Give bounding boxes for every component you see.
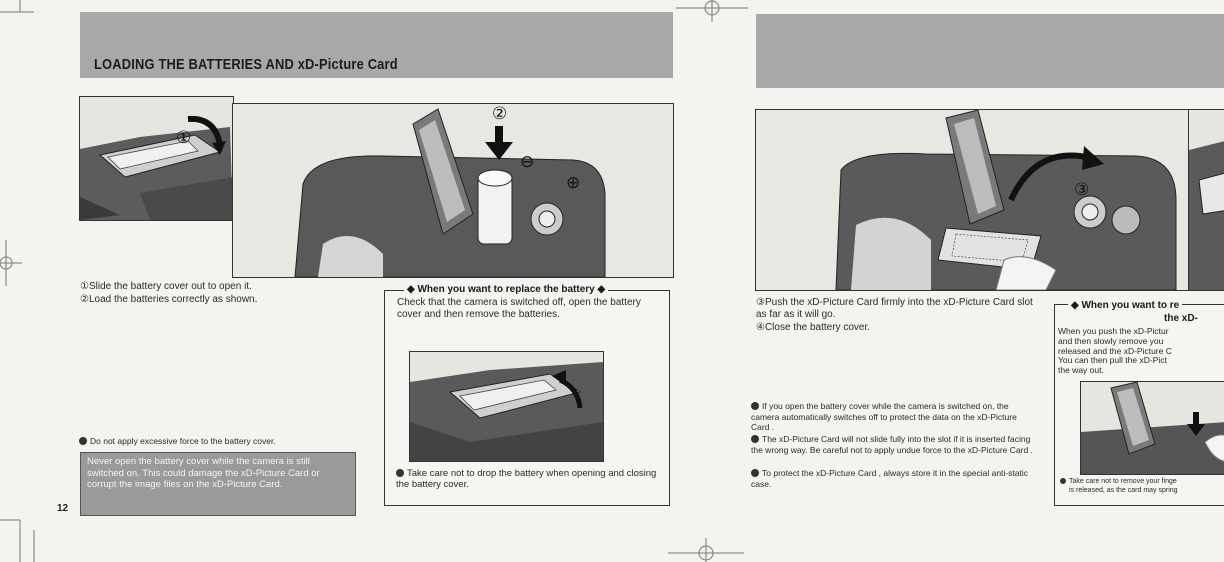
callout-minus: ⊖ — [520, 152, 535, 171]
note-wrong-way: The xD-Picture Card will not slide fully… — [751, 434, 1033, 455]
replace-battery-text: Check that the camera is switched off, o… — [397, 297, 641, 320]
note-icon — [751, 402, 759, 410]
photo-battery-cover-small — [409, 351, 604, 462]
replace-battery-note: Take care not to drop the battery when o… — [396, 468, 664, 490]
page-number: 12 — [57, 503, 69, 514]
camera-partial-illustration — [1189, 110, 1224, 290]
remove-card-line: and then slowly remove you — [1058, 335, 1164, 346]
remove-card-line: released and the xD-Picture C — [1058, 345, 1172, 356]
remove-card-heading-1: ◆ When you want to re — [1068, 300, 1183, 311]
note-icon — [751, 435, 759, 443]
note-anti-static: To protect the xD-Picture Card , always … — [751, 468, 1033, 489]
note-icon — [751, 469, 759, 477]
step-4-text: ④Close the battery cover. — [756, 322, 871, 333]
note-icon — [396, 469, 404, 477]
callout-step-1: ① — [176, 128, 192, 147]
remove-card-text: When you push the xD-Pictur and then slo… — [1058, 326, 1224, 376]
note-icon — [79, 437, 87, 445]
photo-battery-loading — [232, 103, 674, 278]
remove-card-note-line-1: Take care not to remove your finge — [1060, 477, 1224, 486]
note-anti-static-text: To protect the xD-Picture Card , always … — [751, 468, 1028, 489]
remove-card-line: When you push the xD-Pictur — [1058, 326, 1169, 336]
left-header-band — [80, 12, 673, 78]
force-note: Do not apply excessive force to the batt… — [79, 436, 379, 447]
page-title: LOADING THE BATTERIES AND xD-Picture Car… — [94, 56, 398, 73]
camera-cover-small-illustration — [410, 352, 603, 461]
note-auto-off-text: If you open the battery cover while the … — [751, 401, 1017, 432]
replace-battery-note-text: Take care not to drop the battery when o… — [396, 468, 657, 490]
step-1-text: ①Slide the battery cover out to open it. — [80, 281, 252, 292]
callout-step-3: ③ — [1074, 180, 1090, 199]
photo-right-partial — [1188, 109, 1224, 291]
camera-xd-card-illustration — [756, 110, 1189, 290]
step-3-text: ③Push the xD-Picture Card firmly into th… — [756, 297, 1033, 320]
remove-card-line: You can then pull the xD-Pict — [1058, 355, 1167, 366]
camera-cover-illustration — [80, 97, 233, 220]
remove-card-note: Take care not to remove your finge is re… — [1060, 477, 1224, 495]
note-wrong-way-text: The xD-Picture Card will not slide fully… — [751, 434, 1033, 455]
step-2-text: ②Load the batteries correctly as shown. — [80, 294, 258, 305]
photo-card-removal — [1080, 381, 1224, 475]
force-note-text: Do not apply excessive force to the batt… — [90, 436, 276, 446]
remove-card-line: the way out. — [1058, 365, 1104, 376]
note-icon — [1060, 478, 1066, 484]
remove-card-heading-2: the xD- — [1164, 313, 1198, 324]
photo-battery-cover-open — [79, 96, 234, 221]
right-header-band — [756, 14, 1224, 88]
photo-xd-card-insert — [755, 109, 1190, 291]
card-removal-illustration — [1081, 382, 1224, 474]
remove-card-note-line-2: is released, as the card may spring — [1069, 487, 1178, 494]
callout-step-2: ② — [492, 104, 508, 123]
note-auto-off: If you open the battery cover while the … — [751, 401, 1033, 433]
warning-box: Never open the battery cover while the c… — [80, 452, 356, 516]
callout-plus: ⊕ — [566, 173, 581, 192]
remove-card-note-text-1: Take care not to remove your finge — [1069, 478, 1177, 485]
camera-battery-illustration — [233, 104, 673, 277]
replace-battery-heading: ◆ When you want to replace the battery ◆ — [404, 284, 609, 295]
